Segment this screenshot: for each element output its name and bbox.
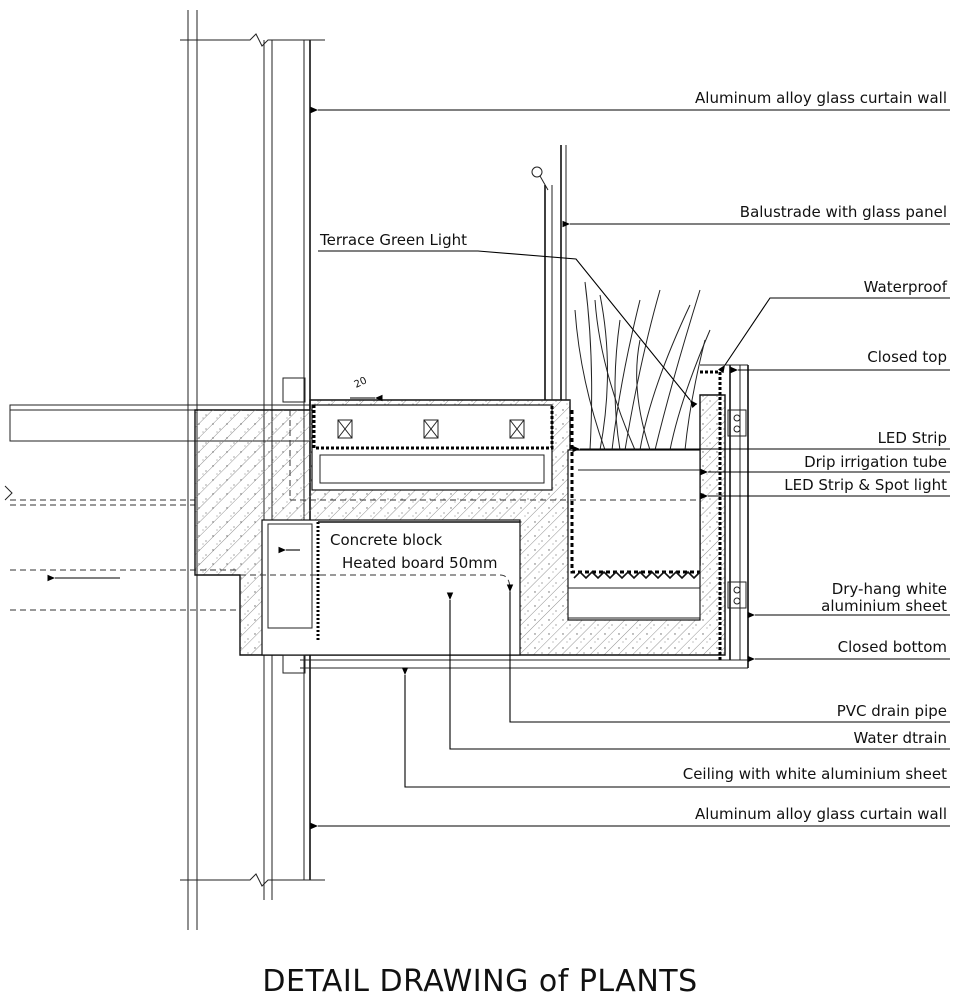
callout-heated-board: Heated board 50mm — [342, 554, 498, 572]
callout-ceiling: Ceiling with white aluminium sheet — [683, 765, 947, 783]
callout-terrace-light: Terrace Green Light — [319, 231, 467, 249]
callout-balustrade: Balustrade with glass panel — [740, 203, 947, 221]
callout-labels: Aluminum alloy glass curtain wall Balust… — [319, 89, 948, 823]
callout-waterproof: Waterproof — [864, 278, 948, 296]
callout-dry-hang-line1: Dry-hang white — [832, 580, 947, 598]
callout-closed-top: Closed top — [867, 348, 947, 366]
planter-concrete-body — [194, 394, 726, 656]
callout-led-strip: LED Strip — [878, 429, 947, 447]
plant-grass — [574, 281, 711, 451]
callout-curtain-wall-top: Aluminum alloy glass curtain wall — [695, 89, 947, 107]
callout-concrete-block: Concrete block — [330, 531, 442, 549]
dimension-mark: 20 — [353, 375, 369, 390]
callout-closed-bottom: Closed bottom — [838, 638, 947, 656]
callout-pvc-drain: PVC drain pipe — [837, 702, 947, 720]
balustrade-posts — [531, 145, 567, 400]
callout-dry-hang-line2: aluminium sheet — [821, 597, 947, 615]
leader-lines — [310, 106, 950, 830]
callout-led-spot: LED Strip & Spot light — [784, 476, 947, 494]
callout-drip-irrigation: Drip irrigation tube — [804, 453, 947, 471]
gravel-blocks — [337, 419, 525, 439]
callout-curtain-wall-bottom: Aluminum alloy glass curtain wall — [695, 805, 947, 823]
callout-water-drain: Water dtrain — [853, 729, 947, 747]
drawing-title: DETAIL DRAWING of PLANTS — [262, 964, 697, 999]
